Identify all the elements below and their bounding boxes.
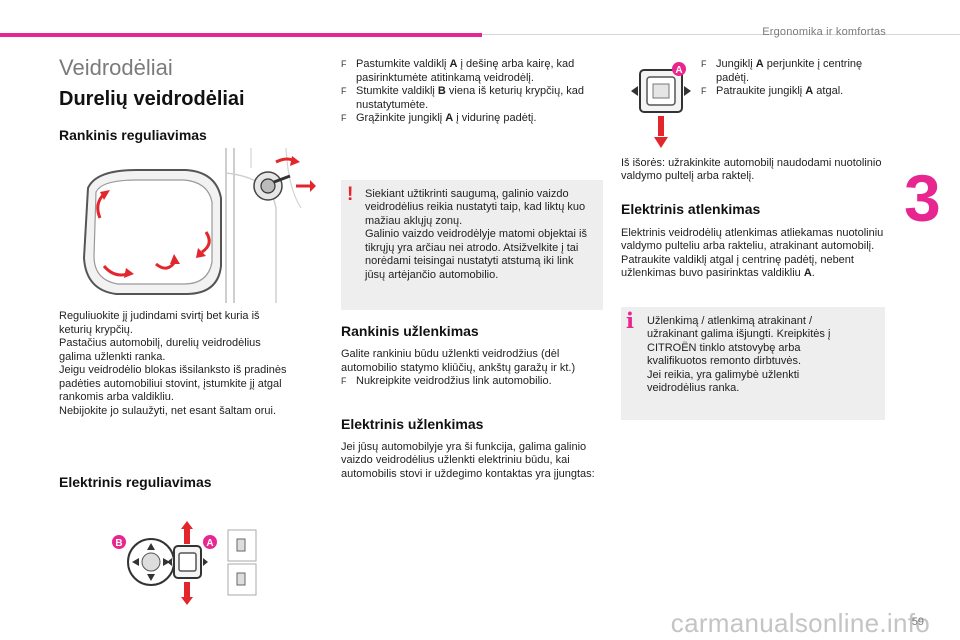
text-fragment: Pastumkite valdiklį [356,58,450,70]
bullet-marker: F [341,59,347,69]
text-line: rankomis arba valdikliu. [59,391,174,403]
text-fragment: Stumkite valdiklį [356,85,438,97]
text-line: Reguliuokite jį judindami svirtį bet kur… [59,310,260,322]
control-ref: B [437,85,446,97]
text-fragment: į vidurinę padėtį. [453,112,537,124]
text-fragment: atgal. [813,85,844,97]
heading-manual-adjustment: Rankinis reguliavimas [59,127,207,143]
section-heading-door-mirrors: Durelių veidrodėliai [59,88,245,110]
text-fragment: . [811,267,815,279]
outside-lock-text: Iš išorės: užrakinkite automobilį naudod… [621,156,882,183]
text-fragment: viena iš keturių krypčių, kad nustatytum… [356,85,585,111]
electric-control-illustration: B A [112,521,257,605]
bullet-marker: F [701,86,707,96]
text-line: Nebijokite jo sulaužyti, net esant šalta… [59,404,277,417]
text-fragment: į dešinę arba kairę, kad pasirinktumėte … [356,58,575,84]
list-item: F Nukreipkite veidrodžius link automobil… [341,375,603,389]
list-item: F Grąžinkite jungiklį A į vidurinę padėt… [341,112,603,126]
fold-switch-illustration: A [631,62,691,148]
column-3: F Jungiklį A perjunkite į centrinę padėt… [621,58,885,420]
door-mirror-illustration [76,148,316,303]
manual-adjust-text: Reguliuokite jį judindami svirtį bet kur… [59,310,317,418]
info-text: Užlenkimą / atlenkimą atrakinant / užrak… [647,314,831,368]
header-rule [482,34,960,35]
control-ref: A [805,85,814,97]
bullet-marker: F [701,59,707,69]
list-item-text: Stumkite valdiklį B viena iš keturių kry… [356,85,603,112]
text-fragment: Jungiklį [716,58,756,70]
control-ref: A [755,58,764,70]
list-item: F Pastumkite valdiklį A į dešinę arba ka… [341,58,603,85]
text-line: Pastačius automobilį, durelių veidrodėli… [59,337,261,349]
callout-a: A [206,538,213,549]
page-title: Veidrodėliai [59,55,173,80]
list-item: F Patraukite jungiklį A atgal. [701,85,885,99]
header-accent-bar [0,33,482,37]
text-line: galima užlenkti ranka. [59,350,166,363]
warning-icon: ! [347,183,354,205]
heading-electric-unfolding: Elektrinis atlenkimas [621,200,761,217]
info-box: i Užlenkimą / atlenkimą atrakinant / užr… [621,306,885,420]
callout-b: B [115,538,122,549]
watermark: carmanualsonline.info [670,608,930,638]
list-item: F Stumkite valdiklį B viena iš keturių k… [341,85,603,112]
list-item-text: Jungiklį A perjunkite į centrinę padėtį. [716,58,885,85]
fold-steps: F Jungiklį A perjunkite į centrinę padėt… [701,58,885,99]
bullet-marker: F [341,113,347,123]
bullet-marker: F [341,86,347,96]
column-2: F Pastumkite valdiklį A į dešinę arba ka… [341,58,603,481]
control-ref: A [449,58,458,70]
text-line: keturių krypčių. [59,323,133,336]
text-fragment: Patraukite jungiklį [716,85,806,97]
unfold-text: Elektrinis veidrodėlių atlenkimas atliek… [621,227,885,281]
text-fragment: perjunkite į centrinę padėtį. [716,58,863,84]
heading-electric-folding: Elektrinis užlenkimas [341,415,484,432]
info-text-2: Jei reikia, yra galimybė užlenkti veidro… [647,368,800,395]
list-item-text: Pastumkite valdiklį A į dešinę arba kair… [356,58,603,85]
list-item-text: Grąžinkite jungiklį A į vidurinę padėtį. [356,112,536,126]
section-title: Ergonomika ir komfortas [762,26,886,38]
column-1: Veidrodėliai Durelių veidrodėliai Rankin… [59,52,317,491]
heading-manual-folding: Rankinis užlenkimas [341,323,479,339]
list-item-text: Patraukite jungiklį A atgal. [716,85,843,99]
callout-a: A [675,65,682,76]
text-line: padėties automobiliui stovint, įstumkite… [59,377,282,390]
chapter-number: 3 [904,161,941,235]
text-fragment: Elektrinis veidrodėlių atlenkimas atliek… [621,226,884,280]
info-icon: i [626,307,634,333]
list-item: F Jungiklį A perjunkite į centrinę padėt… [701,58,885,85]
manual-fold-text: Galite rankiniu būdu užlenkti veidrodžiu… [341,348,576,374]
page-number: 59 [911,616,924,628]
heading-electric-adjustment: Elektrinis reguliavimas [59,474,212,490]
text-line: Jeigu veidrodėlio blokas išsilanksto iš … [59,364,287,376]
warning-text: Siekiant užtikrinti saugumą, galinio vai… [365,187,586,227]
text-fragment: Grąžinkite jungiklį [356,112,446,124]
warning-box: ! Siekiant užtikrinti saugumą, galinio v… [341,179,603,310]
control-ref: A [803,267,812,279]
control-ref: A [445,112,454,124]
electric-fold-text: Jei jūsų automobilyje yra ši funkcija, g… [341,440,595,480]
bullet-marker: F [341,376,347,386]
list-item-text: Nukreipkite veidrodžius link automobilio… [356,375,552,387]
warning-text-2: Galinio vaizdo veidrodėlyje matomi objek… [365,228,587,281]
